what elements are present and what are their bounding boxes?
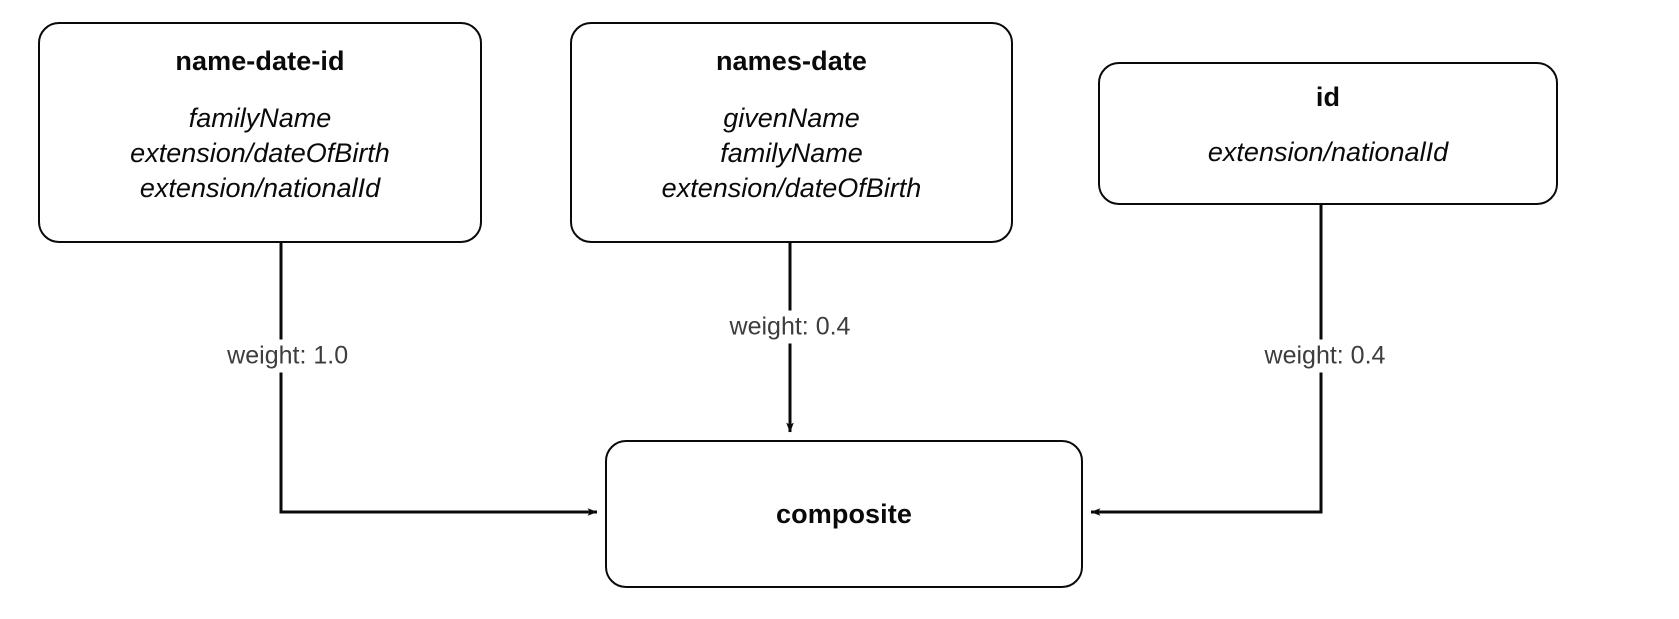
node-field-list: familyName extension/dateOfBirth extensi… bbox=[130, 101, 390, 206]
node-field: givenName bbox=[723, 103, 860, 133]
edge-label-weight-names-date: weight: 0.4 bbox=[723, 310, 857, 344]
node-name-date-id[interactable]: name-date-id familyName extension/dateOf… bbox=[38, 22, 482, 243]
node-title: composite bbox=[776, 498, 912, 529]
node-field-list: givenName familyName extension/dateOfBir… bbox=[662, 101, 922, 206]
node-field-list: extension/nationalId bbox=[1208, 135, 1448, 170]
edge-label-weight-id: weight: 0.4 bbox=[1258, 339, 1392, 373]
node-field: familyName bbox=[188, 103, 332, 133]
node-title: name-date-id bbox=[175, 46, 345, 76]
node-field: extension/dateOfBirth bbox=[661, 173, 922, 204]
edge-name-date-id-to-composite bbox=[279, 243, 598, 516]
node-field: extension/nationalId bbox=[139, 173, 381, 204]
node-title: names-date bbox=[715, 46, 868, 76]
node-field: familyName bbox=[720, 138, 863, 169]
node-id[interactable]: id extension/nationalId bbox=[1098, 62, 1558, 205]
edge-label-weight-name-date-id: weight: 1.0 bbox=[221, 339, 355, 373]
node-title: id bbox=[1315, 82, 1341, 112]
node-composite[interactable]: composite bbox=[605, 440, 1083, 588]
node-field: extension/nationalId bbox=[1207, 137, 1449, 167]
node-field: extension/dateOfBirth bbox=[130, 138, 390, 169]
node-names-date[interactable]: names-date givenName familyName extensio… bbox=[570, 22, 1013, 243]
